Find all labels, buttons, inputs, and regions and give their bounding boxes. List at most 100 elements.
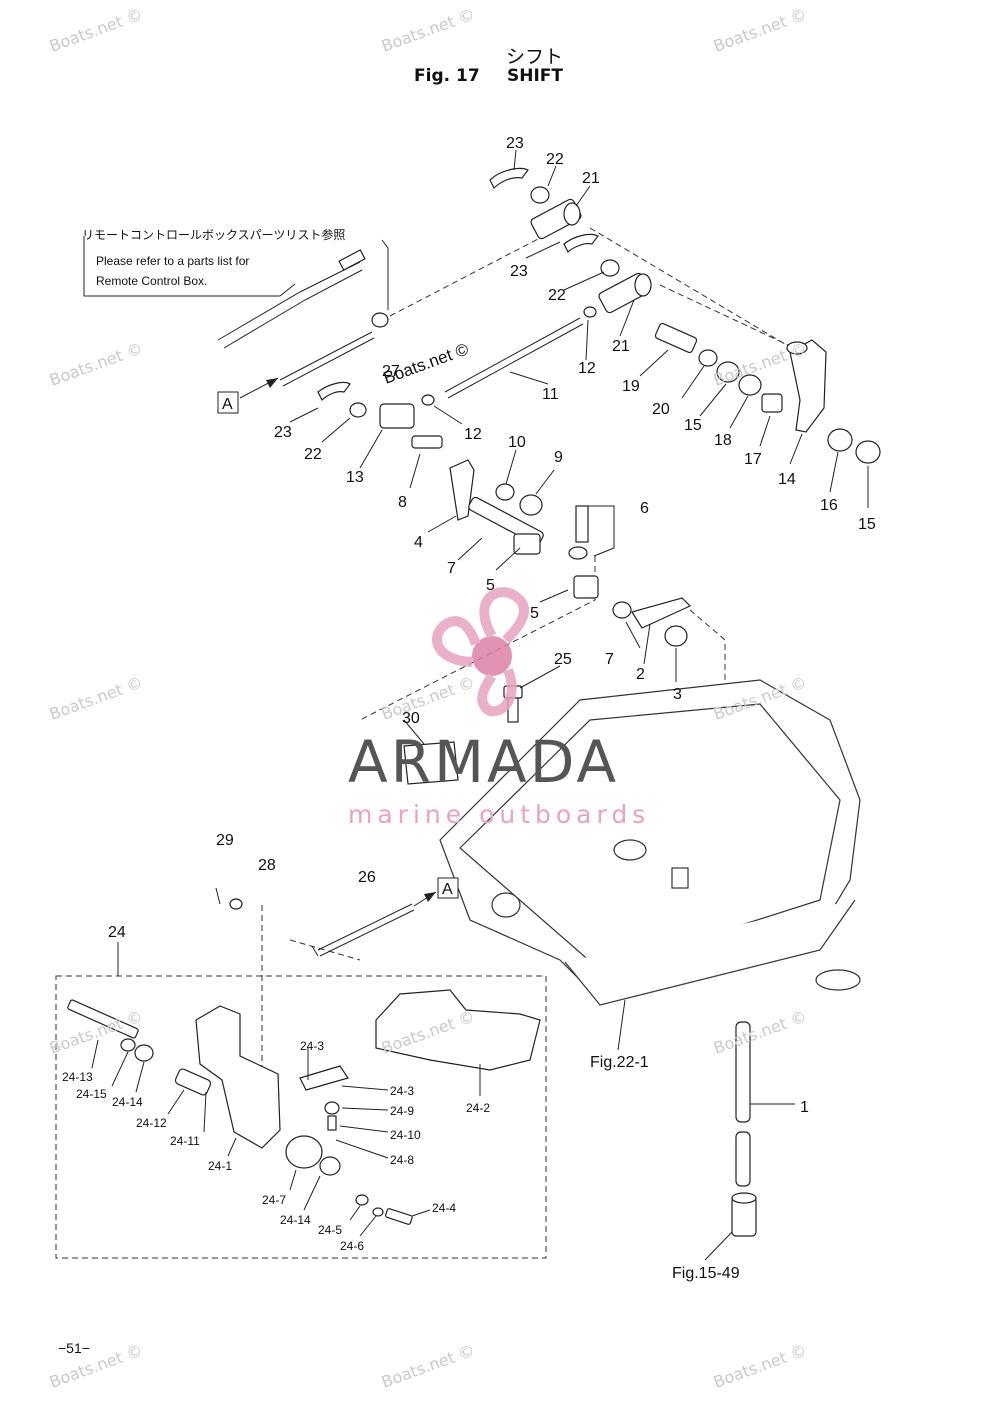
pin-29 [215, 887, 221, 905]
part-23: 23 [274, 424, 292, 441]
shift-rod-11 [444, 317, 584, 399]
subpart-24-3: 24-3 [390, 1084, 414, 1098]
part-13: 13 [346, 469, 364, 486]
svg-text:Boats.net ©: Boats.net © [47, 339, 145, 390]
svg-text:Boats.net ©: Boats.net © [379, 1341, 477, 1392]
part-12: 12 [578, 360, 596, 377]
part-15: 15 [684, 417, 702, 434]
part-22: 22 [546, 151, 564, 168]
title-english: SHIFT [507, 66, 564, 86]
shift-lever-assembly-upper [654, 322, 881, 464]
title-japanese: シフト [506, 46, 564, 68]
part-16: 16 [820, 497, 838, 514]
part-28: 28 [258, 857, 276, 874]
svg-text:A: A [222, 396, 233, 413]
washer-28 [229, 898, 243, 910]
note-leader [381, 239, 389, 310]
svg-text:Boats.net ©: Boats.net © [47, 673, 145, 724]
subpart-24-13: 24-13 [62, 1070, 93, 1084]
part-5: 5 [530, 605, 539, 622]
reference-marker-a-top: A [217, 391, 239, 414]
subpart-24-15: 24-15 [76, 1087, 107, 1101]
rod-left [279, 331, 375, 387]
note-bracket [83, 236, 296, 297]
part-29: 29 [216, 832, 234, 849]
note-line-1: Please refer to a parts list for [96, 254, 250, 268]
part-19: 19 [622, 378, 640, 395]
subpart-24-4: 24-4 [432, 1201, 456, 1215]
remote-control-note: リモートコントロールボックスパーツリスト参照 Please refer to a… [82, 226, 392, 291]
part-6: 6 [640, 500, 649, 517]
watermark-tagline: marine outboards [348, 800, 650, 829]
svg-text:Boats.net ©: Boats.net © [711, 1341, 809, 1392]
part-7: 7 [605, 651, 614, 668]
lower-cowl-housing [439, 679, 861, 1006]
armada-logo-icon [432, 587, 529, 717]
part-17: 17 [744, 451, 762, 468]
subpart-24-14: 24-14 [112, 1095, 143, 1109]
fig-15-49-reference: Fig.15-49 [672, 1265, 740, 1282]
part-27: 27 [382, 363, 400, 380]
part-12: 12 [464, 426, 482, 443]
subpart-24-14: 24-14 [280, 1213, 311, 1227]
part-21: 21 [582, 170, 600, 187]
assembly-24-box [55, 975, 547, 1259]
subpart-24-5: 24-5 [318, 1223, 342, 1237]
part-18: 18 [714, 432, 732, 449]
part-11: 11 [542, 386, 559, 403]
part-8: 8 [398, 494, 407, 511]
shift-bracket-assembly-24 [67, 989, 541, 1225]
part-15: 15 [858, 516, 876, 533]
arrow-head-a [266, 378, 278, 388]
part-1: 1 [800, 1099, 809, 1116]
subpart-labels: 24-13 24-15 24-14 24-12 24-11 24-1 24-3 … [62, 1039, 490, 1253]
upper-joint-assembly [371, 167, 652, 328]
subpart-24-11: 24-11 [170, 1134, 200, 1148]
part-24: 24 [108, 924, 126, 941]
subpart-24-10: 24-10 [390, 1128, 421, 1142]
svg-text:Boats.net ©: Boats.net © [711, 5, 809, 56]
part-22: 22 [304, 446, 322, 463]
part-22: 22 [548, 287, 566, 304]
part-14: 14 [778, 471, 796, 488]
part-9: 9 [554, 449, 563, 466]
note-japanese: リモートコントロールボックスパーツリスト参照 [82, 228, 346, 242]
figure-number: Fig. 17 [414, 66, 480, 86]
part-10: 10 [508, 434, 526, 451]
subpart-24-1: 24-1 [208, 1159, 232, 1173]
part-4: 4 [414, 534, 423, 551]
part-number-labels: 23 22 21 23 22 21 12 27 11 19 20 15 18 1… [108, 135, 876, 1116]
part-7: 7 [447, 560, 456, 577]
subpart-24-3: 24-3 [300, 1039, 324, 1053]
part-30: 30 [402, 710, 420, 727]
svg-text:A: A [442, 881, 453, 898]
subpart-24-2: 24-2 [466, 1101, 490, 1115]
subpart-24-12: 24-12 [136, 1116, 167, 1130]
part-2: 2 [636, 666, 645, 683]
part-25: 25 [554, 651, 572, 668]
part-26: 26 [358, 869, 376, 886]
reference-marker-a-bottom: A [437, 877, 459, 899]
svg-text:Boats.net ©: Boats.net © [47, 5, 145, 56]
note-line-2: Remote Control Box. [96, 274, 208, 288]
rod-26 [317, 903, 415, 957]
part-23: 23 [510, 263, 528, 280]
subpart-24-7: 24-7 [262, 1193, 286, 1207]
part-20: 20 [652, 401, 670, 418]
middle-joint-assembly [317, 381, 443, 449]
remote-cable [217, 249, 366, 349]
fig-22-1-reference: Fig.22-1 [590, 1054, 649, 1071]
part-3: 3 [673, 686, 682, 703]
subpart-24-8: 24-8 [390, 1153, 414, 1167]
svg-text:Boats.net ©: Boats.net © [379, 5, 477, 56]
part-23: 23 [506, 135, 524, 152]
subpart-24-6: 24-6 [340, 1239, 364, 1253]
part-5: 5 [486, 577, 495, 594]
shift-arm-assembly [449, 459, 692, 647]
subpart-24-9: 24-9 [390, 1104, 414, 1118]
svg-text:Boats.net ©: Boats.net © [711, 1007, 809, 1058]
watermark-brand: ARMADA [348, 728, 619, 796]
svg-text:Boats.net ©: Boats.net © [379, 673, 477, 724]
